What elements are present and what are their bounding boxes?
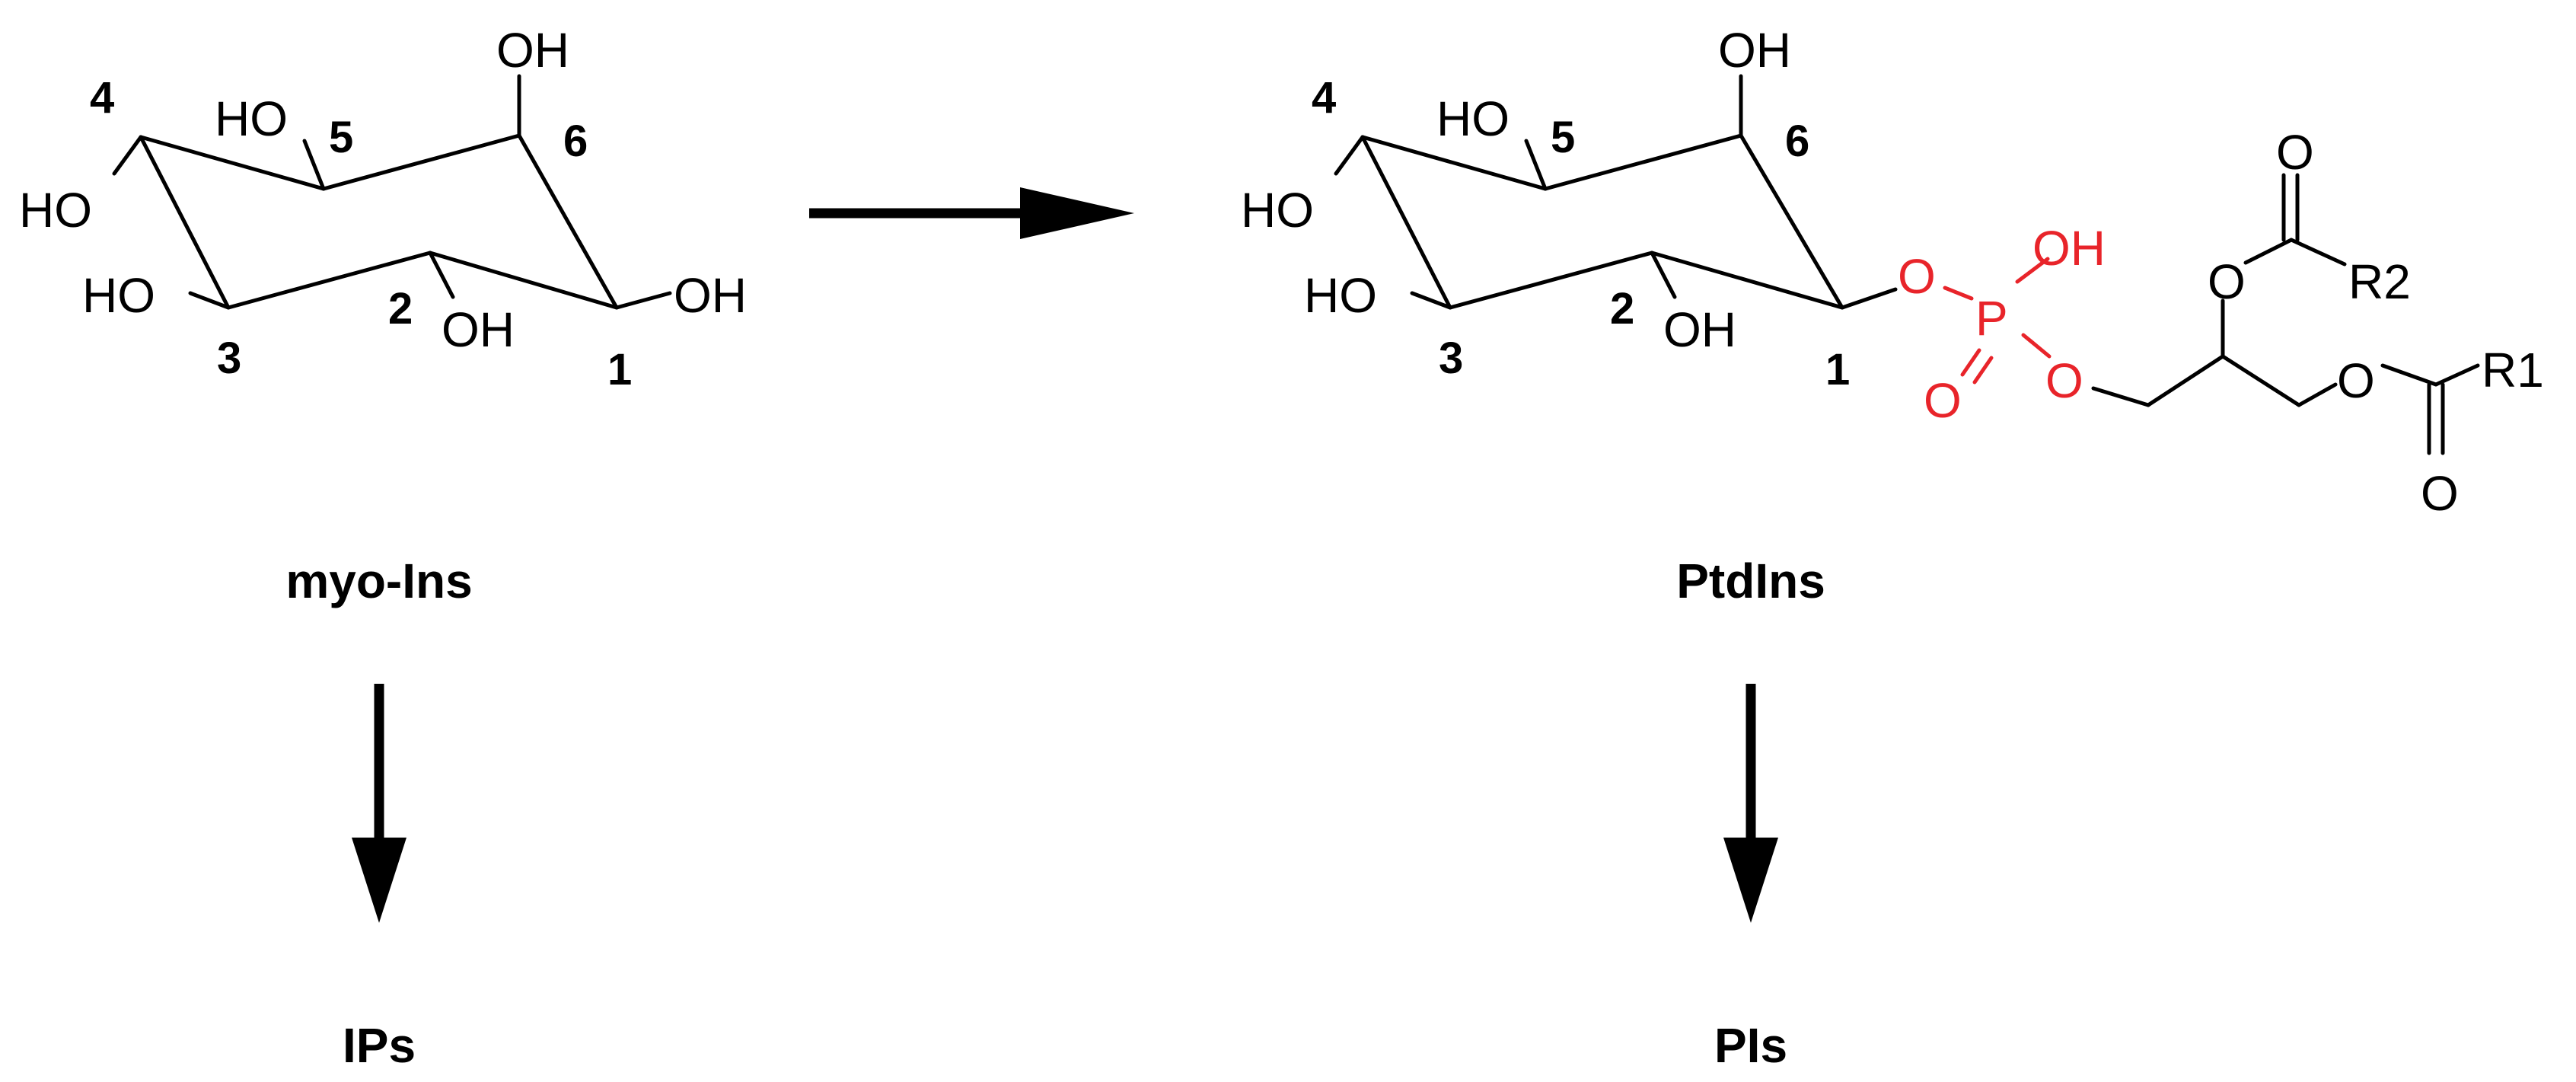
sn1-carbonyl-oxygen: O <box>2421 466 2459 521</box>
myo-ins-position-4: 4 <box>90 73 114 123</box>
phosphate-ester-oxygen: O <box>1898 249 1936 304</box>
myo-ins-position-6: 6 <box>563 116 588 166</box>
ptdins-oh4-label: HO <box>1241 183 1314 238</box>
myo-ins-position-1: 1 <box>607 345 632 394</box>
myo-ins-to-ips-arrow <box>352 684 406 923</box>
ptdins-oh6-label: OH <box>1718 23 1791 78</box>
ptdins-ring-bonds <box>1360 133 1844 310</box>
myo-ins-oh2-label: OH <box>442 302 515 357</box>
myo-ins-oh3-label: HO <box>82 268 155 323</box>
ptdins-position-6: 6 <box>1785 116 1809 166</box>
phosphate-glycerol-oxygen: O <box>2045 353 2083 408</box>
myo-ins-ring-bonds <box>139 133 619 310</box>
ptdins-position-3: 3 <box>1439 334 1463 383</box>
myo-ins-structure: HO HO OH HO OH OH 4 5 6 3 2 1 <box>19 23 747 394</box>
sn1-ester-oxygen: O <box>2337 353 2375 408</box>
ptdins-position-1: 1 <box>1825 345 1850 394</box>
r2-group-label: R2 <box>2348 254 2411 309</box>
myo-ins-substituent-bonds <box>112 74 672 310</box>
myo-ins-position-3: 3 <box>217 334 241 383</box>
phosphate-double-bond-oxygen: O <box>1924 373 1962 428</box>
phosphate-group: O P OH O O <box>1898 221 2106 428</box>
ptdins-oh2-label: OH <box>1663 302 1736 357</box>
phosphate-hydroxyl: OH <box>2032 221 2106 276</box>
phosphorus-atom: P <box>1975 291 2008 346</box>
myo-ins-oh4-label: HO <box>19 183 92 238</box>
ptdins-position-5: 5 <box>1551 113 1575 162</box>
sn2-carbonyl-oxygen: O <box>2276 125 2314 180</box>
sn2-ester-oxygen: O <box>2208 254 2246 309</box>
glycerol-backbone-bonds <box>2091 173 2480 455</box>
conversion-arrow <box>809 187 1134 239</box>
r1-group-label: R1 <box>2482 343 2544 397</box>
ptdins-to-pis-arrow <box>1723 684 1778 923</box>
ptdins-oh5-label: HO <box>1436 91 1510 146</box>
ptdins-substituent-bonds <box>1334 74 1898 310</box>
ptdins-oh3-label: HO <box>1304 268 1377 323</box>
myo-ins-label: myo-Ins <box>285 554 472 608</box>
myo-ins-oh5-label: HO <box>215 91 288 146</box>
pis-label: PIs <box>1714 1018 1787 1073</box>
myo-ins-oh1-label: OH <box>674 268 747 323</box>
ptdins-position-4: 4 <box>1312 73 1336 123</box>
myo-ins-position-5: 5 <box>329 113 353 162</box>
myo-ins-position-2: 2 <box>388 284 413 334</box>
ips-label: IPs <box>343 1018 416 1073</box>
ptdins-position-2: 2 <box>1610 284 1634 334</box>
myo-ins-oh6-label: OH <box>496 23 569 78</box>
ptdins-structure: HO HO OH HO OH 4 5 6 3 2 1 O P OH O O <box>1241 23 2544 521</box>
ptdins-label: PtdIns <box>1676 554 1825 608</box>
